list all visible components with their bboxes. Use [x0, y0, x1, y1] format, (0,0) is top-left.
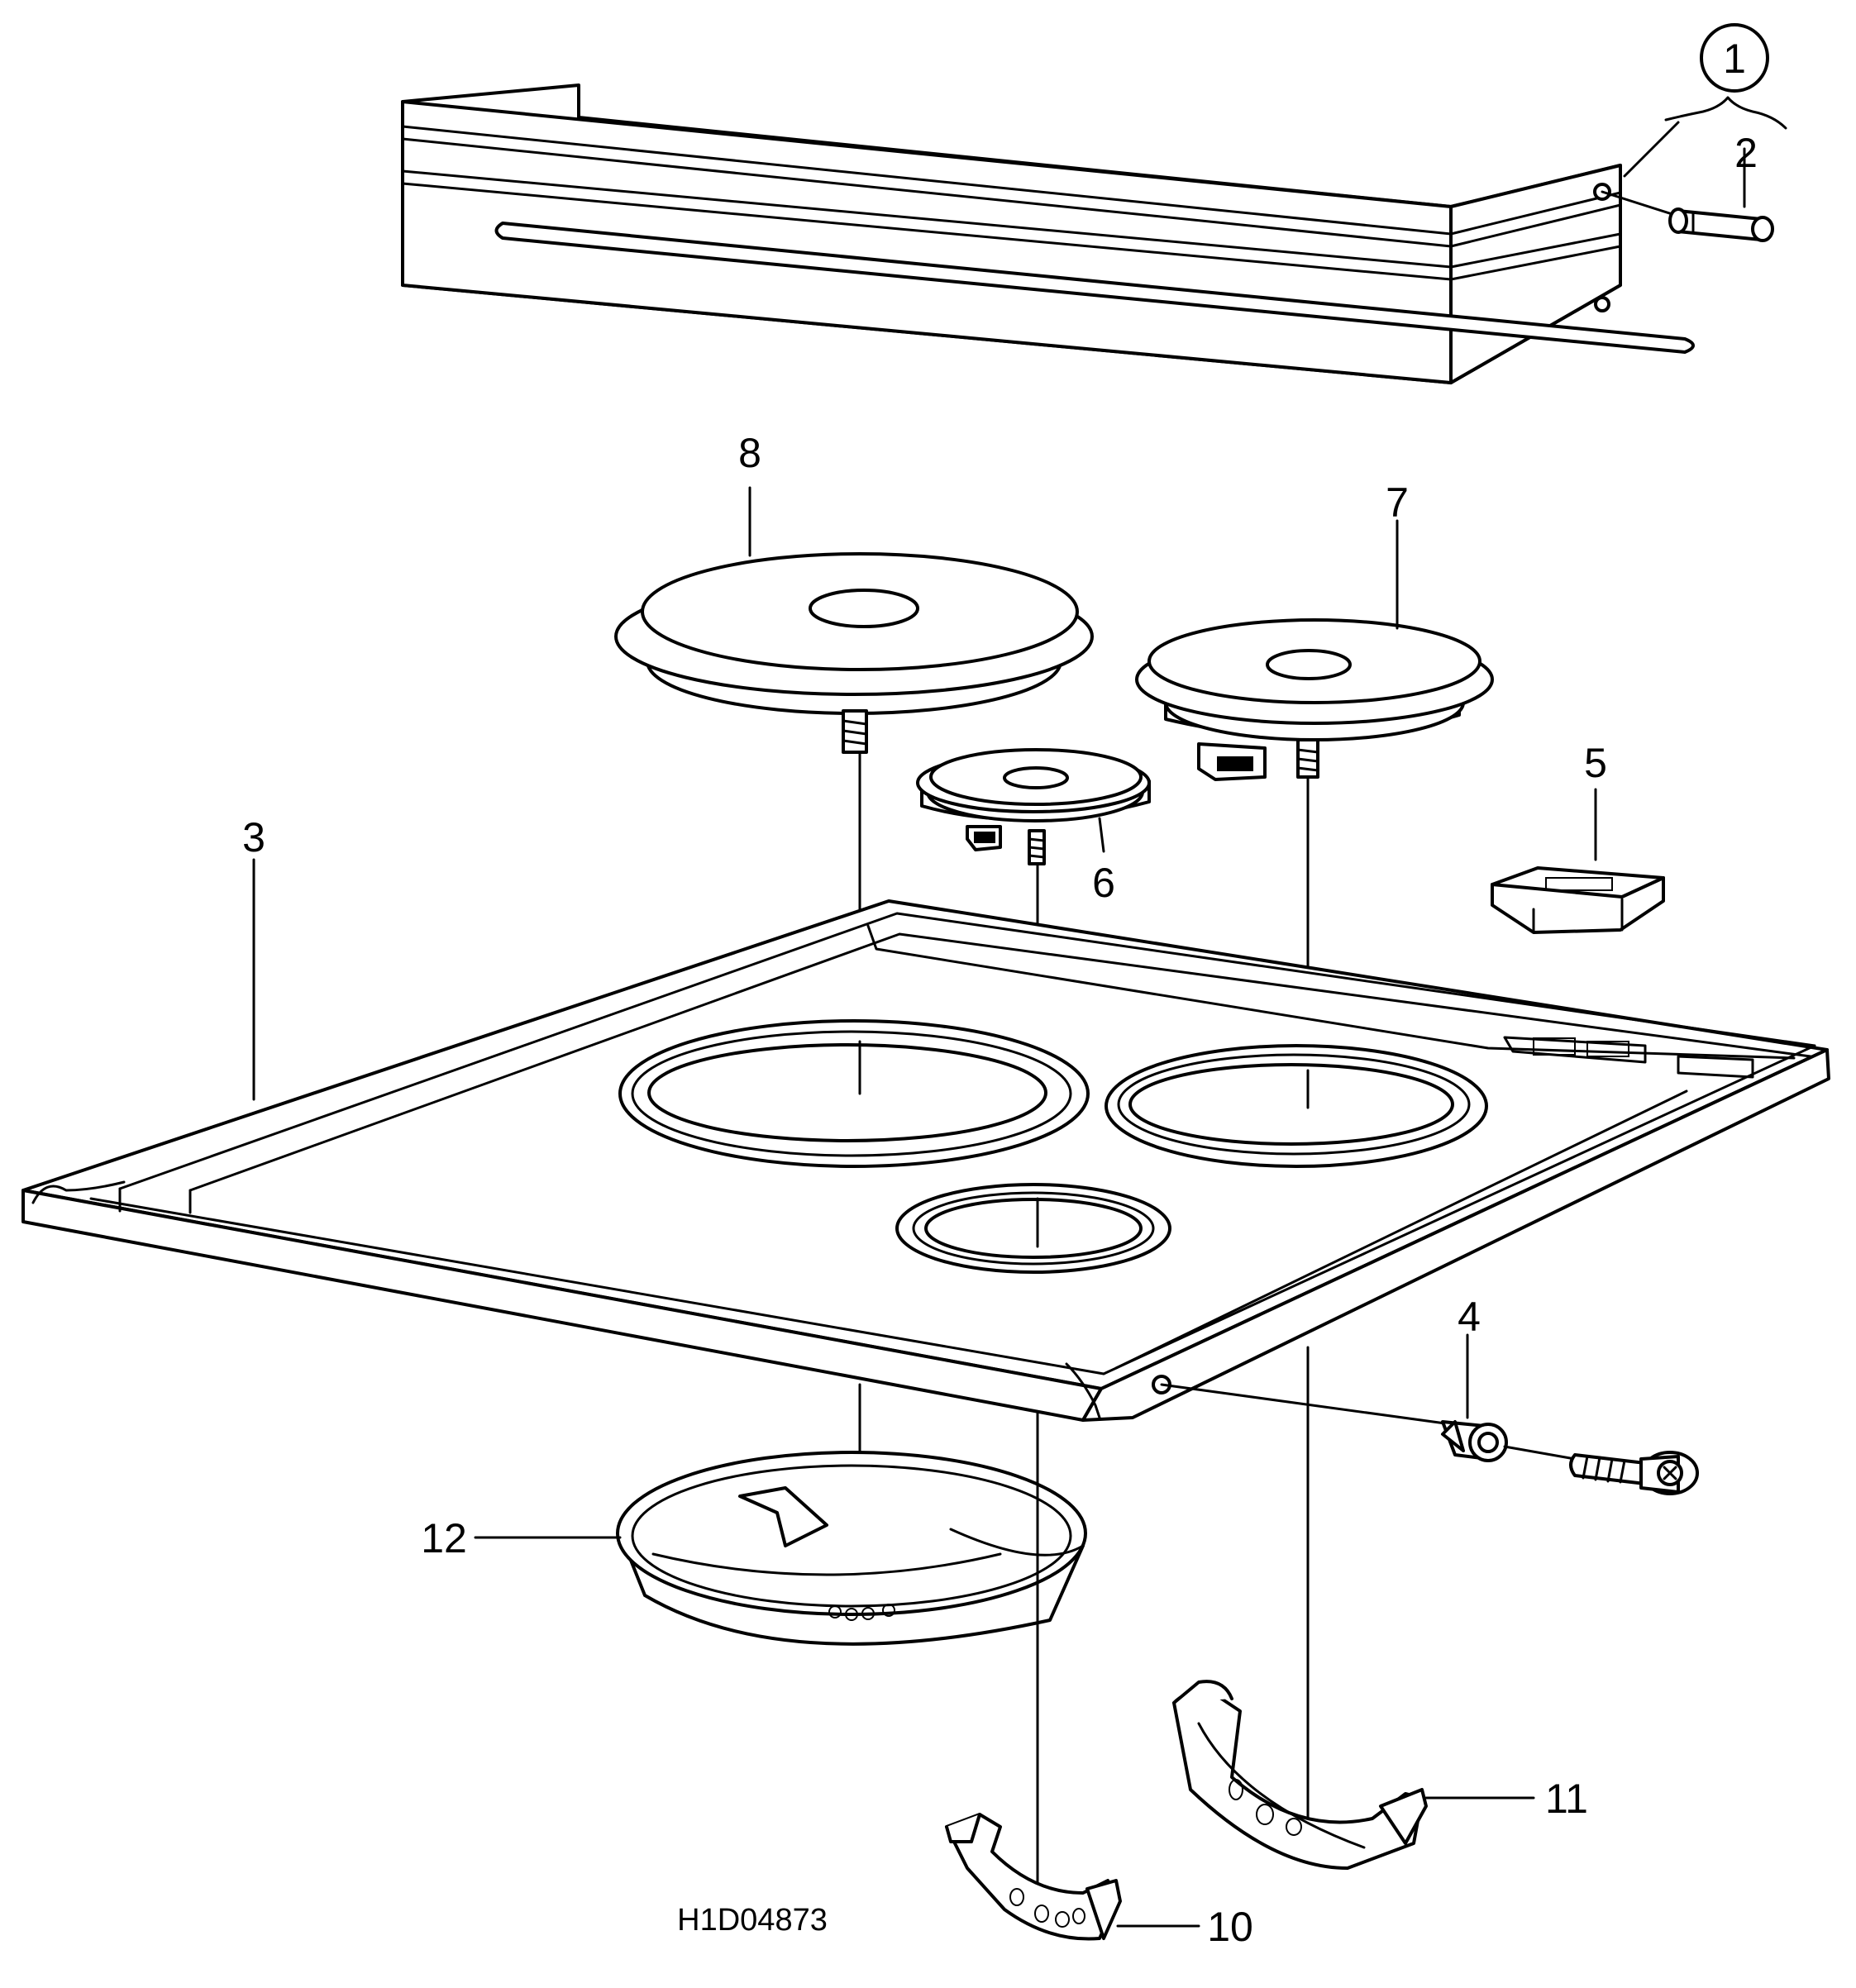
- callout-8: 8: [738, 430, 761, 476]
- callout-5: 5: [1584, 740, 1607, 786]
- bracket-small-part: [945, 1412, 1200, 1941]
- back-panel-part: [401, 83, 1695, 384]
- drip-tray-part: [474, 1383, 1087, 1646]
- callout-11: 11: [1545, 1776, 1588, 1822]
- large-hotplate-part: [614, 486, 1094, 1095]
- callout-2: 2: [1734, 130, 1758, 176]
- callout-1-circle: [1700, 23, 1769, 93]
- callout-7: 7: [1386, 479, 1409, 526]
- hob-frame-part: [21, 858, 1830, 1422]
- group-brace: [1664, 96, 1787, 130]
- callout-4: 4: [1458, 1294, 1481, 1340]
- bracket-large-part: [1172, 1346, 1535, 1870]
- callout-6: 6: [1092, 860, 1115, 906]
- callout-12: 12: [421, 1515, 467, 1561]
- pin-part: [1668, 207, 1774, 242]
- small-hotplate-part: [916, 748, 1151, 1248]
- screw-part: [1160, 1333, 1699, 1495]
- callout-1: 1: [1723, 36, 1746, 82]
- callout-3: 3: [242, 814, 265, 861]
- medium-hotplate-part: [1135, 519, 1494, 1109]
- callout-10: 10: [1207, 1904, 1253, 1950]
- diagram-code: H1D04873: [677, 1903, 828, 1938]
- indicator-lamp-part: [1491, 788, 1665, 934]
